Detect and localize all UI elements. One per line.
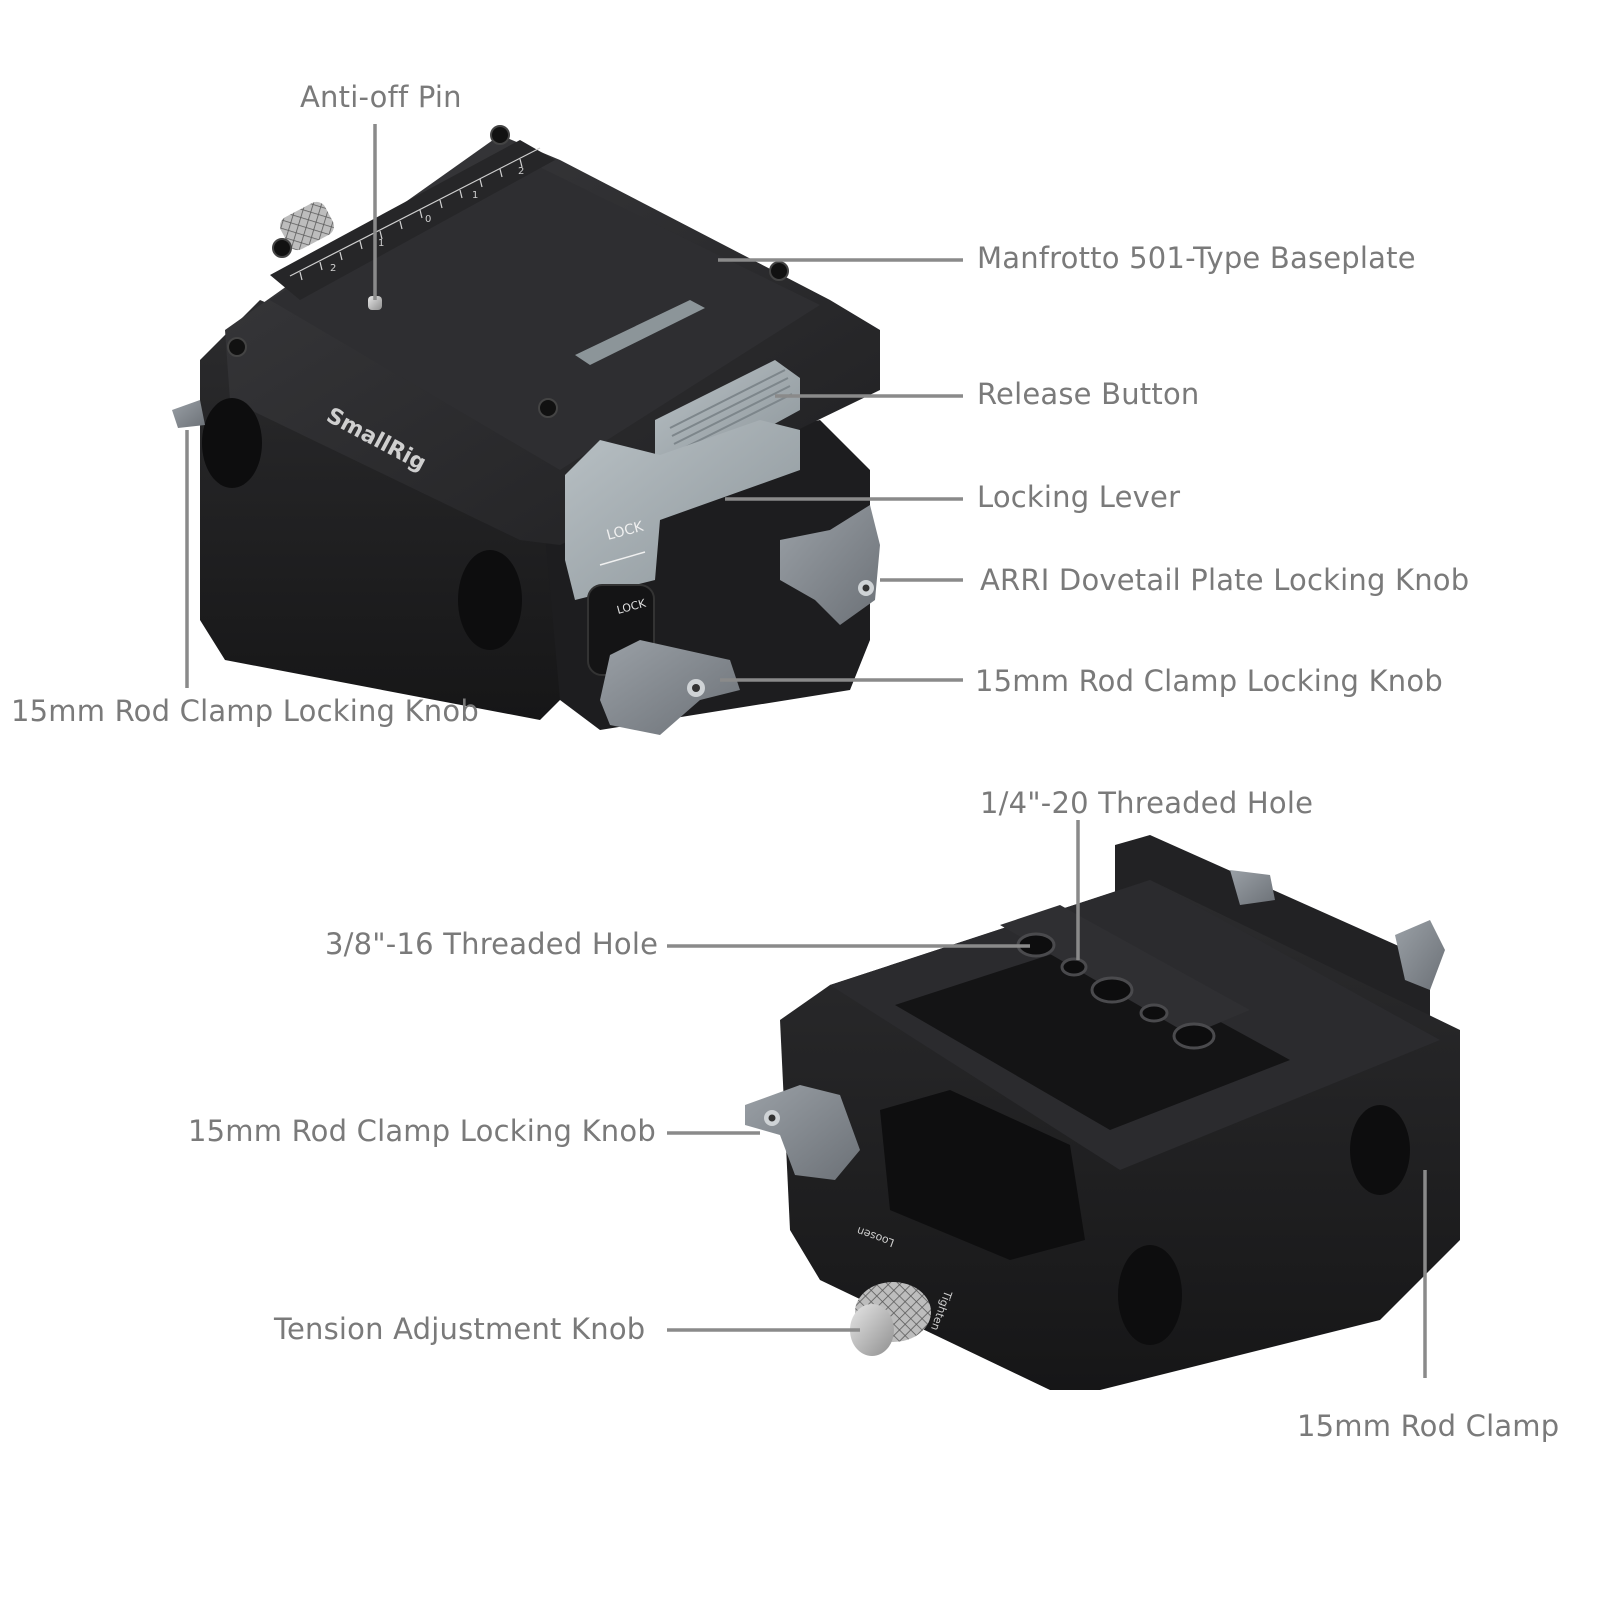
- scale-ruler: [289, 147, 541, 281]
- tension-knob: [850, 1282, 931, 1356]
- rod-clamp-hole: [1118, 1245, 1182, 1345]
- plate-screw-holes: [227, 125, 789, 418]
- rod-clamp-hole: [1350, 1105, 1410, 1195]
- label-manfrotto-baseplate: Manfrotto 501-Type Baseplate: [977, 241, 1416, 275]
- label-rod-knob-right: 15mm Rod Clamp Locking Knob: [975, 664, 1443, 698]
- scale-numbers: 2 1 0 1 2: [330, 166, 524, 274]
- label-locking-lever: Locking Lever: [977, 480, 1181, 514]
- rear-knurled-screw: [280, 201, 334, 251]
- label-anti-off-pin: Anti-off Pin: [300, 80, 462, 114]
- svg-text:1: 1: [472, 190, 478, 201]
- svg-text:0: 0: [425, 214, 431, 225]
- bottom-unit-illustration: Loosen Tighten: [745, 835, 1460, 1390]
- label-quarter-hole: 1/4"-20 Threaded Hole: [980, 786, 1314, 820]
- release-button-shape: [655, 360, 800, 470]
- arri-knob: [780, 505, 880, 625]
- svg-text:2: 2: [518, 166, 524, 177]
- threaded-holes: [1016, 932, 1216, 1050]
- label-release-button: Release Button: [977, 377, 1200, 411]
- rod-knob-front: [600, 640, 740, 735]
- svg-text:1: 1: [378, 238, 384, 249]
- rod-hole: [458, 550, 522, 650]
- anti-off-pin: [368, 296, 382, 310]
- svg-text:2: 2: [330, 263, 336, 274]
- leader-lines: [185, 124, 1427, 1378]
- label-tension-knob: Tension Adjustment Knob: [274, 1312, 646, 1346]
- label-rod-clamp: 15mm Rod Clamp: [1297, 1409, 1560, 1443]
- rod-knob-bottom: [745, 1085, 860, 1180]
- label-rod-knob-bottom: 15mm Rod Clamp Locking Knob: [188, 1114, 656, 1148]
- rod-hole: [202, 398, 262, 488]
- label-rod-knob-left: 15mm Rod Clamp Locking Knob: [11, 694, 479, 728]
- label-three-eighths-hole: 3/8"-16 Threaded Hole: [325, 927, 659, 961]
- top-unit-illustration: 2 1 0 1 2 SmallRig: [172, 125, 880, 735]
- locking-lever-shape: LOCK: [565, 420, 800, 600]
- label-arri-knob: ARRI Dovetail Plate Locking Knob: [980, 563, 1470, 597]
